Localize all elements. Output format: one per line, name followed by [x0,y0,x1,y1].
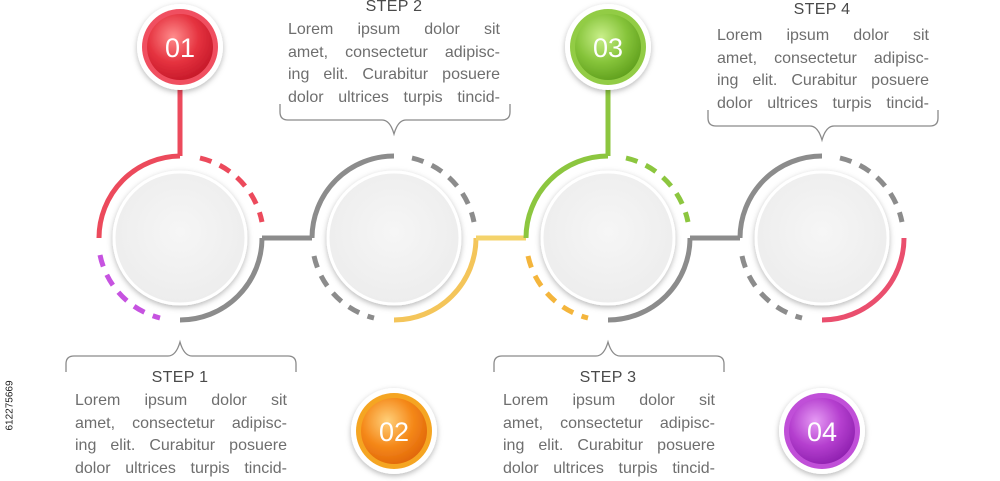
step3-line: Lorem ipsum dolor sit [503,392,715,409]
step4-pink-arc [821,237,907,323]
step1-number: 01 [165,33,195,63]
step2-circle [326,170,462,306]
step3-arc [523,153,609,239]
step3-dash-arc [625,155,691,223]
step1-badge [137,4,223,90]
step3-circle [540,170,676,306]
side-credit: 612275669 [4,380,16,431]
step1-bracket [65,339,297,372]
step2-line: dolor ultrices turpis tincid- [288,88,500,106]
step3-gray-arc [607,237,693,323]
step4-number: 04 [807,417,837,447]
step2-number: 02 [379,417,409,447]
step2-bracket [279,104,511,137]
step4-bracket [707,110,939,143]
step1-arc [96,153,181,239]
step4-dash-arc-lower [739,255,803,321]
step4-line: amet, consectetur adipisc- [717,49,929,67]
step2-text: Lorem ipsum dolor sit amet, consectetur … [288,19,500,109]
step4-title: STEP 4 [793,1,851,18]
step3-dash-arc-lower [525,255,589,321]
step1-dash-arc-lower [97,254,161,321]
step4-badge [779,388,865,474]
step3-line: ing elit. Curabitur posuere [503,437,715,454]
step1-line: ing elit. Curabitur posuere [75,437,287,454]
step1-line: Lorem ipsum dolor sit [75,392,287,409]
step2-dash-arc-lower [311,255,375,321]
step1-circle [112,170,248,306]
step2-yellow-arc [393,237,479,323]
step3-badge [565,4,651,90]
step1-line: amet, consectetur adipisc- [75,414,287,432]
step4-arc [737,153,823,239]
step1-dash-arc [199,155,265,223]
step4-line: Lorem ipsum dolor sit [717,27,929,44]
step2-line: amet, consectetur adipisc- [288,43,500,61]
step3-number: 03 [593,33,623,63]
step2-line: ing elit. Curabitur posuere [288,66,500,83]
step4-line: dolor ultrices turpis tincid- [717,94,929,112]
step1-text: Lorem ipsum dolor sit amet, consectetur … [75,390,287,480]
step2-dash-arc [411,155,477,223]
step1-title: STEP 1 [151,369,209,386]
step2-arc [309,153,395,239]
step3-text: Lorem ipsum dolor sit amet, consectetur … [503,390,715,480]
step4-line: ing elit. Curabitur posuere [717,72,929,89]
step1-line: dolor ultrices turpis tincid- [75,459,287,477]
step4-dash-arc [839,155,905,223]
step4-circle [754,170,890,306]
step2-title: STEP 2 [365,0,423,15]
step2-badge [351,388,437,474]
step3-line: dolor ultrices turpis tincid- [503,459,715,477]
step3-bracket [493,339,725,372]
step2-line: Lorem ipsum dolor sit [288,21,500,38]
step4-text: Lorem ipsum dolor sit amet, consectetur … [717,25,929,115]
step1-gray-arc [179,237,265,323]
step3-line: amet, consectetur adipisc- [503,414,715,432]
step3-title: STEP 3 [579,369,637,386]
